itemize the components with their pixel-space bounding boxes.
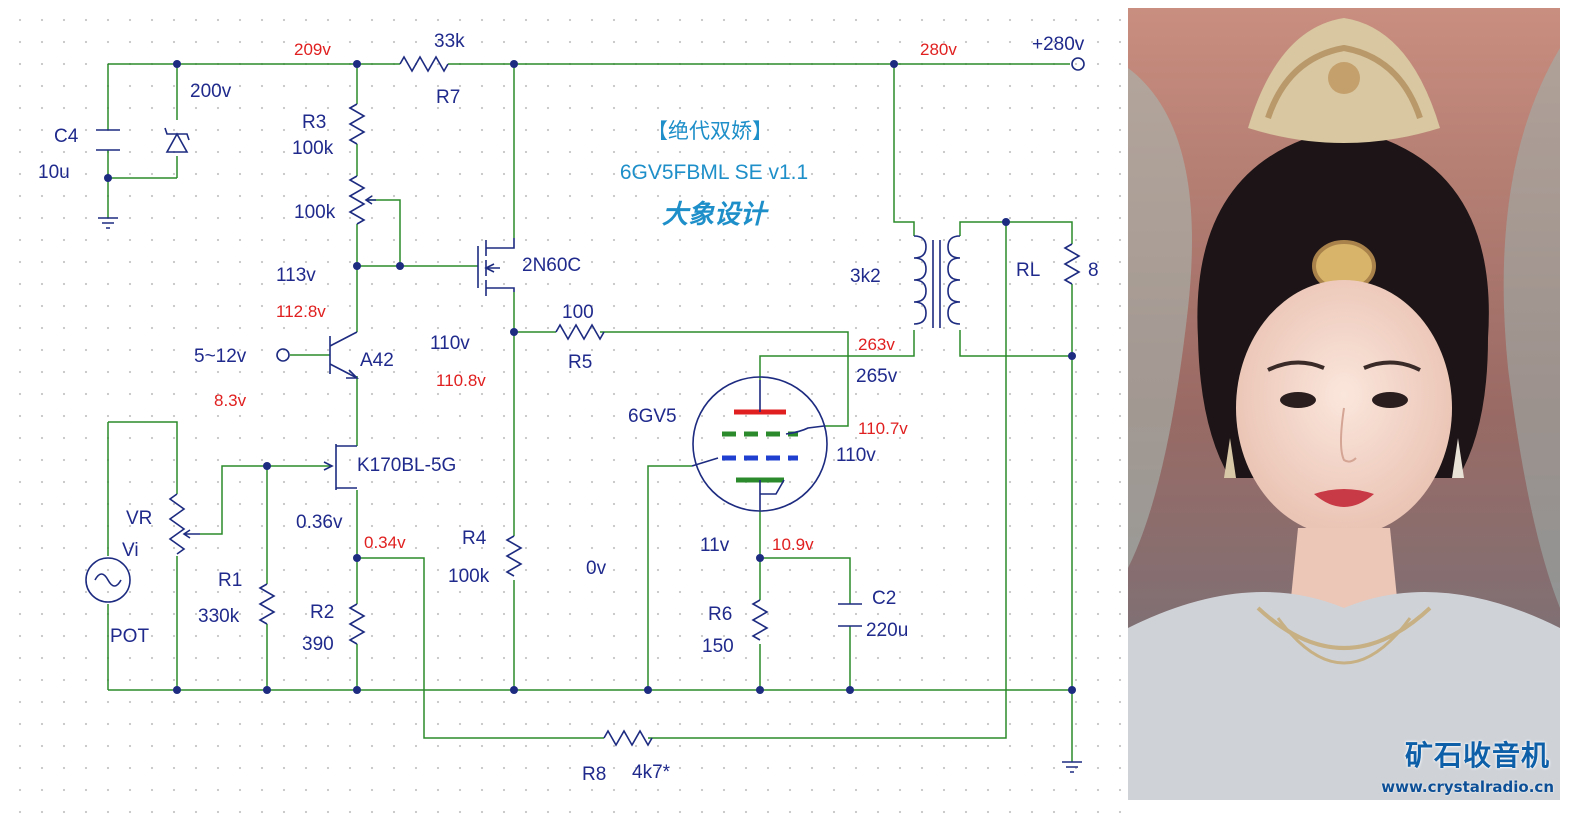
voltage-110-8v: 110.8v: [436, 371, 486, 390]
r1-label: R1: [218, 570, 242, 591]
labels: 209v 33k R7 280v +280v C4 10u 200v R3 10…: [38, 31, 1099, 785]
voltage-110v: 110v: [430, 333, 470, 354]
r1-resistor: [258, 583, 276, 625]
supply-terminal: [1071, 57, 1085, 71]
schematic-diagram: 【绝代双娇】 6GV5FBML SE v1.1 大象设计 209v 33k R7…: [0, 0, 1125, 816]
r8-resistor: [603, 729, 653, 747]
zener-diode: [164, 127, 190, 153]
output-transformer: [913, 235, 961, 328]
components: [85, 55, 1085, 773]
load-resistor: [1063, 243, 1081, 285]
ground-symbol: [98, 217, 118, 229]
trim-pot: [348, 175, 366, 225]
watermark-title: 矿石收音机: [1404, 739, 1550, 772]
mosfet-label: 2N60C: [522, 255, 581, 276]
voltage-0-36v: 0.36v: [296, 512, 343, 533]
voltage-0-34v: 0.34v: [364, 533, 406, 552]
zener-voltage: 200v: [190, 81, 232, 102]
voltage-112-8v: 112.8v: [276, 302, 326, 321]
r5-value: 100: [562, 302, 594, 323]
c2-value: 220u: [866, 620, 908, 641]
wires: [107, 63, 1073, 762]
voltage-280v: 280v: [920, 40, 957, 59]
r1-value: 330k: [198, 606, 240, 627]
supply-label: +280v: [1032, 34, 1085, 55]
r7-label: R7: [436, 87, 460, 108]
load-label: RL: [1016, 260, 1040, 281]
vr-label: VR: [126, 508, 152, 529]
designer-signature: 大象设计: [662, 200, 769, 230]
vr-pot: [168, 493, 186, 555]
r6-resistor: [751, 599, 769, 641]
c4-value: 10u: [38, 162, 70, 183]
k170-label: K170BL-5G: [357, 455, 456, 476]
r3-value: 100k: [292, 138, 334, 159]
r2-label: R2: [310, 602, 334, 623]
input-terminal: [276, 348, 290, 362]
r8-value: 4k7*: [632, 762, 671, 783]
voltage-8-3v: 8.3v: [214, 391, 247, 410]
voltage-110-7v: 110.7v: [858, 419, 908, 438]
voltage-113v: 113v: [276, 265, 316, 286]
pot-value: 100k: [294, 202, 336, 223]
r2-resistor: [348, 603, 366, 645]
ac-source: [85, 557, 131, 603]
c2-capacitor: [838, 603, 862, 627]
watermark-url: www.crystalradio.cn: [1381, 778, 1554, 796]
r6-label: R6: [708, 604, 732, 625]
voltage-265v: 265v: [856, 366, 898, 387]
voltage-10-9v: 10.9v: [772, 535, 814, 554]
tube-label: 6GV5: [628, 406, 677, 427]
r7-value: 33k: [434, 31, 465, 52]
transformer-label: 3k2: [850, 266, 881, 287]
load-value: 8: [1088, 260, 1099, 281]
pot-label: POT: [110, 626, 149, 647]
pentode-6gv5: [691, 376, 828, 512]
mosfet-2n60c: [477, 238, 515, 296]
r6-value: 150: [702, 636, 734, 657]
r5-label: R5: [568, 352, 592, 373]
junctions: [104, 60, 1076, 694]
r4-label: R4: [462, 528, 487, 549]
c4-label: C4: [54, 126, 79, 147]
portrait-photo: 矿石收音机 www.crystalradio.cn: [1128, 8, 1560, 800]
r8-label: R8: [582, 764, 606, 785]
c4-capacitor: [96, 129, 120, 151]
voltage-0v: 0v: [586, 558, 607, 579]
r4-resistor: [505, 535, 523, 577]
r4-value: 100k: [448, 566, 490, 587]
r5-resistor: [555, 323, 605, 341]
k170-jfet: [323, 444, 357, 490]
r3-resistor: [348, 103, 366, 145]
a42-transistor: [329, 331, 359, 379]
vi-label: Vi: [122, 540, 139, 561]
ground-symbol: [1062, 761, 1082, 773]
title-line-2: 6GV5FBML SE v1.1: [620, 161, 808, 184]
headdress: [1248, 18, 1440, 292]
title-line-1: 【绝代双娇】: [647, 120, 773, 143]
r7-resistor: [399, 55, 449, 73]
voltage-11v: 11v: [700, 535, 730, 556]
a42-label: A42: [360, 350, 394, 371]
c2-label: C2: [872, 588, 896, 609]
r2-value: 390: [302, 634, 334, 655]
bias-range: 5~12v: [194, 346, 247, 367]
r3-label: R3: [302, 112, 326, 133]
voltage-209v: 209v: [294, 40, 331, 59]
voltage-263v: 263v: [858, 335, 895, 354]
voltage-110v-g2: 110v: [836, 445, 876, 466]
